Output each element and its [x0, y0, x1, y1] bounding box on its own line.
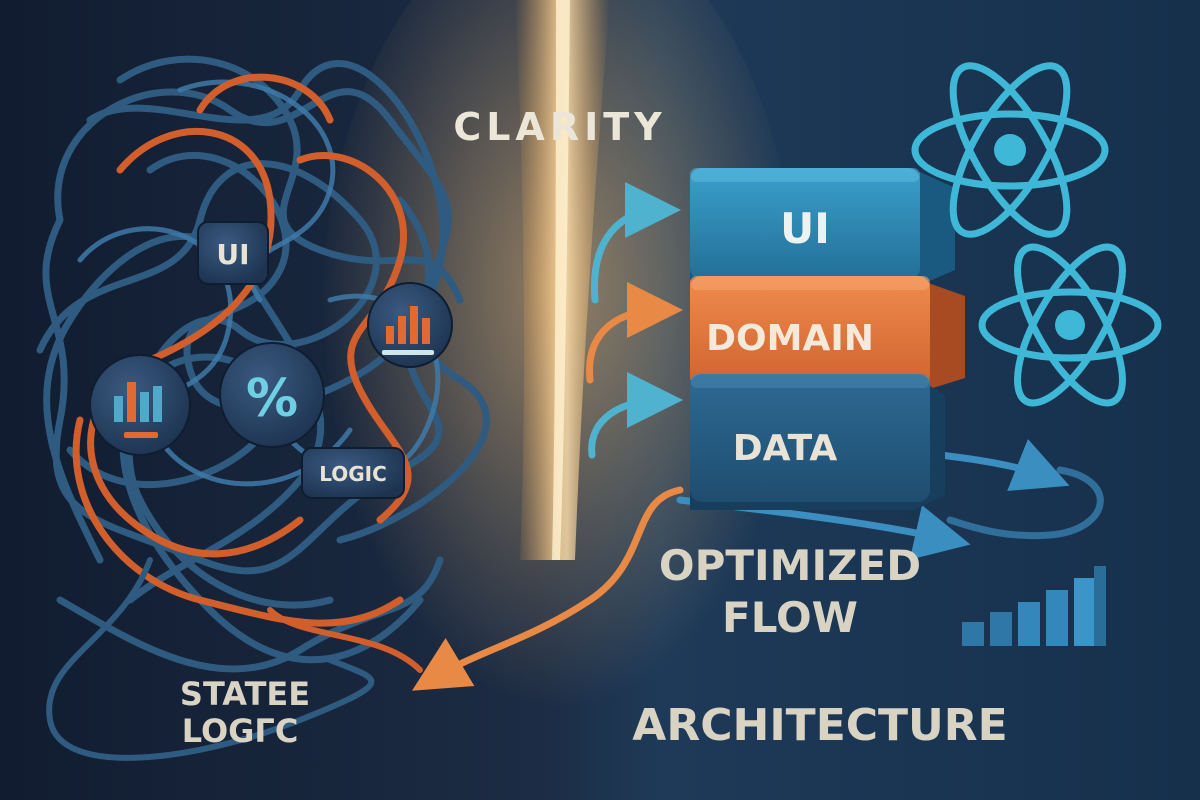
- percent-icon: %: [246, 369, 298, 429]
- arrow-to-data: [588, 372, 683, 459]
- chip-logic: LOGIC: [301, 447, 405, 499]
- layer-ui-label: UI: [780, 204, 830, 253]
- layer-ui-block: UI: [690, 168, 955, 285]
- arrow-return: [411, 486, 684, 691]
- arrow-to-ui: [590, 182, 681, 304]
- layer-data-block: DATA: [690, 374, 945, 510]
- arrow-out-data: [936, 439, 1070, 492]
- chip-bar-chart-left: [89, 354, 191, 456]
- chip-ui: UI: [197, 221, 269, 285]
- caption-line1: OPTIMIZED: [659, 541, 921, 590]
- clarity-title: CLARITY: [453, 105, 666, 149]
- layer-domain-block: DOMAIN: [690, 276, 965, 392]
- layer-data-label: DATA: [733, 428, 838, 469]
- loop-arrow: [946, 466, 1104, 540]
- caption-line3: ARCHITECTURE: [632, 700, 1007, 751]
- state-logic-line1: STATEE: [180, 675, 310, 713]
- state-logic-line2: LOGГC: [182, 712, 299, 750]
- bar-chart-icon: [962, 566, 1106, 646]
- bar-chart-icon: [382, 306, 434, 355]
- chip-bar-chart-right: [367, 282, 453, 368]
- caption-line2: FLOW: [722, 593, 858, 642]
- chip-ui-label: UI: [216, 238, 249, 271]
- chip-percent: %: [219, 342, 325, 448]
- chip-logic-label: LOGIC: [319, 462, 387, 486]
- layer-domain-label: DOMAIN: [706, 318, 874, 359]
- arrow-to-domain: [586, 282, 683, 384]
- bar-chart-icon: [114, 382, 162, 438]
- light-beam-core: [552, 0, 570, 560]
